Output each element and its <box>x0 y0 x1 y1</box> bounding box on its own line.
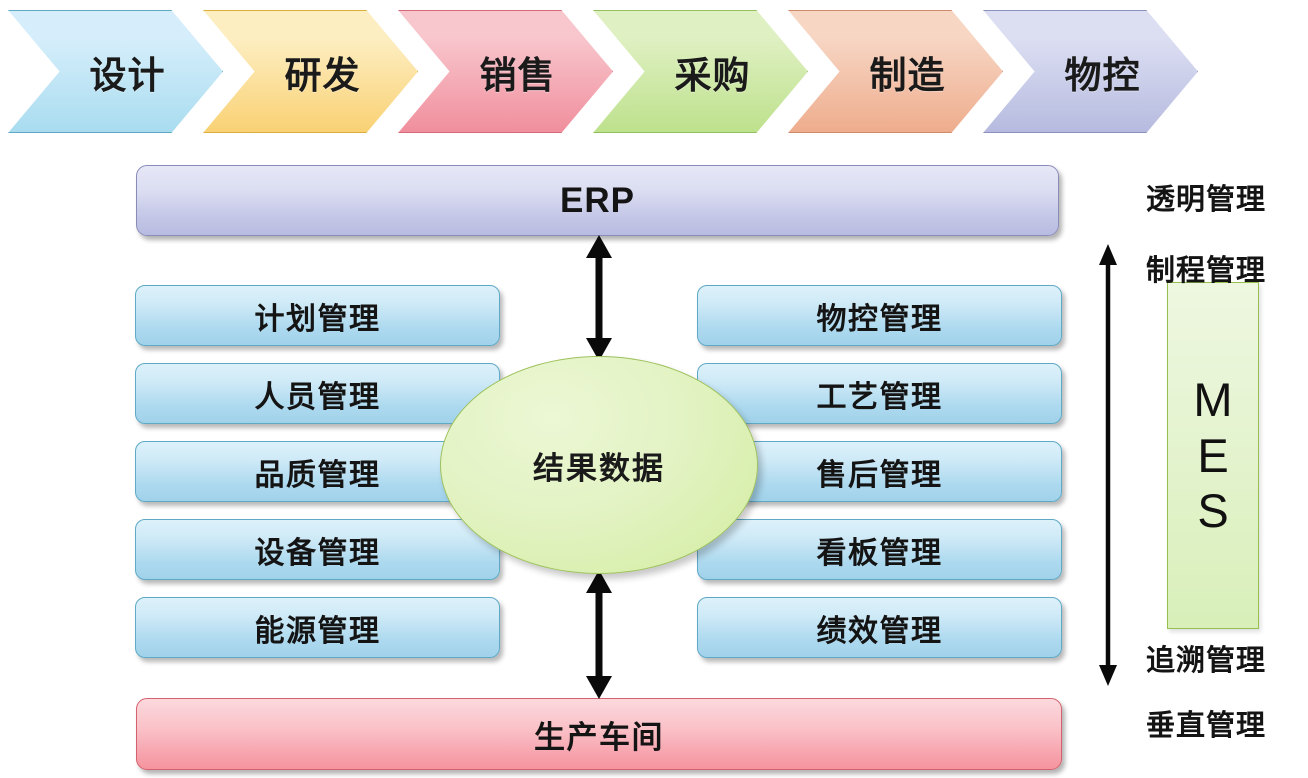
module-label: 看板管理 <box>816 536 943 570</box>
module-label: 物控管理 <box>816 302 943 336</box>
double-arrow-erp-to-data-icon <box>586 235 612 361</box>
double-arrow-mes-scope-icon <box>1099 244 1117 686</box>
module-box-material-control[interactable]: 物控管理 <box>697 285 1062 346</box>
module-box-kanban[interactable]: 看板管理 <box>697 519 1062 580</box>
production-workshop-bar[interactable]: 生产车间 <box>136 698 1062 770</box>
mes-letter-m: M <box>1193 373 1233 427</box>
chevron-label: 销售 <box>479 54 556 96</box>
chevron-purchasing[interactable]: 采购 <box>593 10 808 133</box>
module-box-performance[interactable]: 绩效管理 <box>697 597 1062 658</box>
mes-box[interactable]: M E S <box>1167 282 1259 629</box>
module-box-personnel[interactable]: 人员管理 <box>135 363 500 424</box>
caption-vertical-management: 垂直管理 <box>1146 710 1267 742</box>
workshop-label: 生产车间 <box>534 719 664 755</box>
module-label: 计划管理 <box>254 302 381 336</box>
chevron-label: 设计 <box>89 54 166 96</box>
double-arrow-data-to-workshop-icon <box>586 570 612 699</box>
module-box-equipment[interactable]: 设备管理 <box>135 519 500 580</box>
module-label: 设备管理 <box>254 536 381 570</box>
chevron-label: 物控 <box>1064 54 1141 96</box>
chevron-label: 研发 <box>284 54 361 96</box>
mes-letter-s: S <box>1197 484 1229 538</box>
chevron-rd[interactable]: 研发 <box>203 10 418 133</box>
module-box-quality[interactable]: 品质管理 <box>135 441 500 502</box>
module-box-plan[interactable]: 计划管理 <box>135 285 500 346</box>
module-label: 能源管理 <box>254 614 381 648</box>
module-label: 工艺管理 <box>816 380 943 414</box>
erp-bar[interactable]: ERP <box>136 165 1059 236</box>
chevron-label: 制造 <box>869 54 946 96</box>
module-box-after-sales[interactable]: 售后管理 <box>697 441 1062 502</box>
module-label: 售后管理 <box>816 458 943 492</box>
module-label: 品质管理 <box>254 458 381 492</box>
result-data-label: 结果数据 <box>533 450 665 486</box>
chevron-manufacturing[interactable]: 制造 <box>788 10 1003 133</box>
module-label: 绩效管理 <box>816 614 943 648</box>
caption-transparent-management: 透明管理 <box>1146 184 1267 216</box>
chevron-label: 采购 <box>674 54 751 96</box>
caption-process-management: 制程管理 <box>1146 255 1267 287</box>
result-data-ellipse[interactable]: 结果数据 <box>440 356 758 574</box>
chevron-design[interactable]: 设计 <box>8 10 223 133</box>
erp-label: ERP <box>560 180 635 220</box>
module-box-energy[interactable]: 能源管理 <box>135 597 500 658</box>
caption-traceability-management: 追溯管理 <box>1146 645 1267 677</box>
module-box-process[interactable]: 工艺管理 <box>697 363 1062 424</box>
module-label: 人员管理 <box>254 380 381 414</box>
mes-letter-e: E <box>1197 428 1229 482</box>
chevron-material-control[interactable]: 物控 <box>983 10 1198 133</box>
chevron-sales[interactable]: 销售 <box>398 10 613 133</box>
